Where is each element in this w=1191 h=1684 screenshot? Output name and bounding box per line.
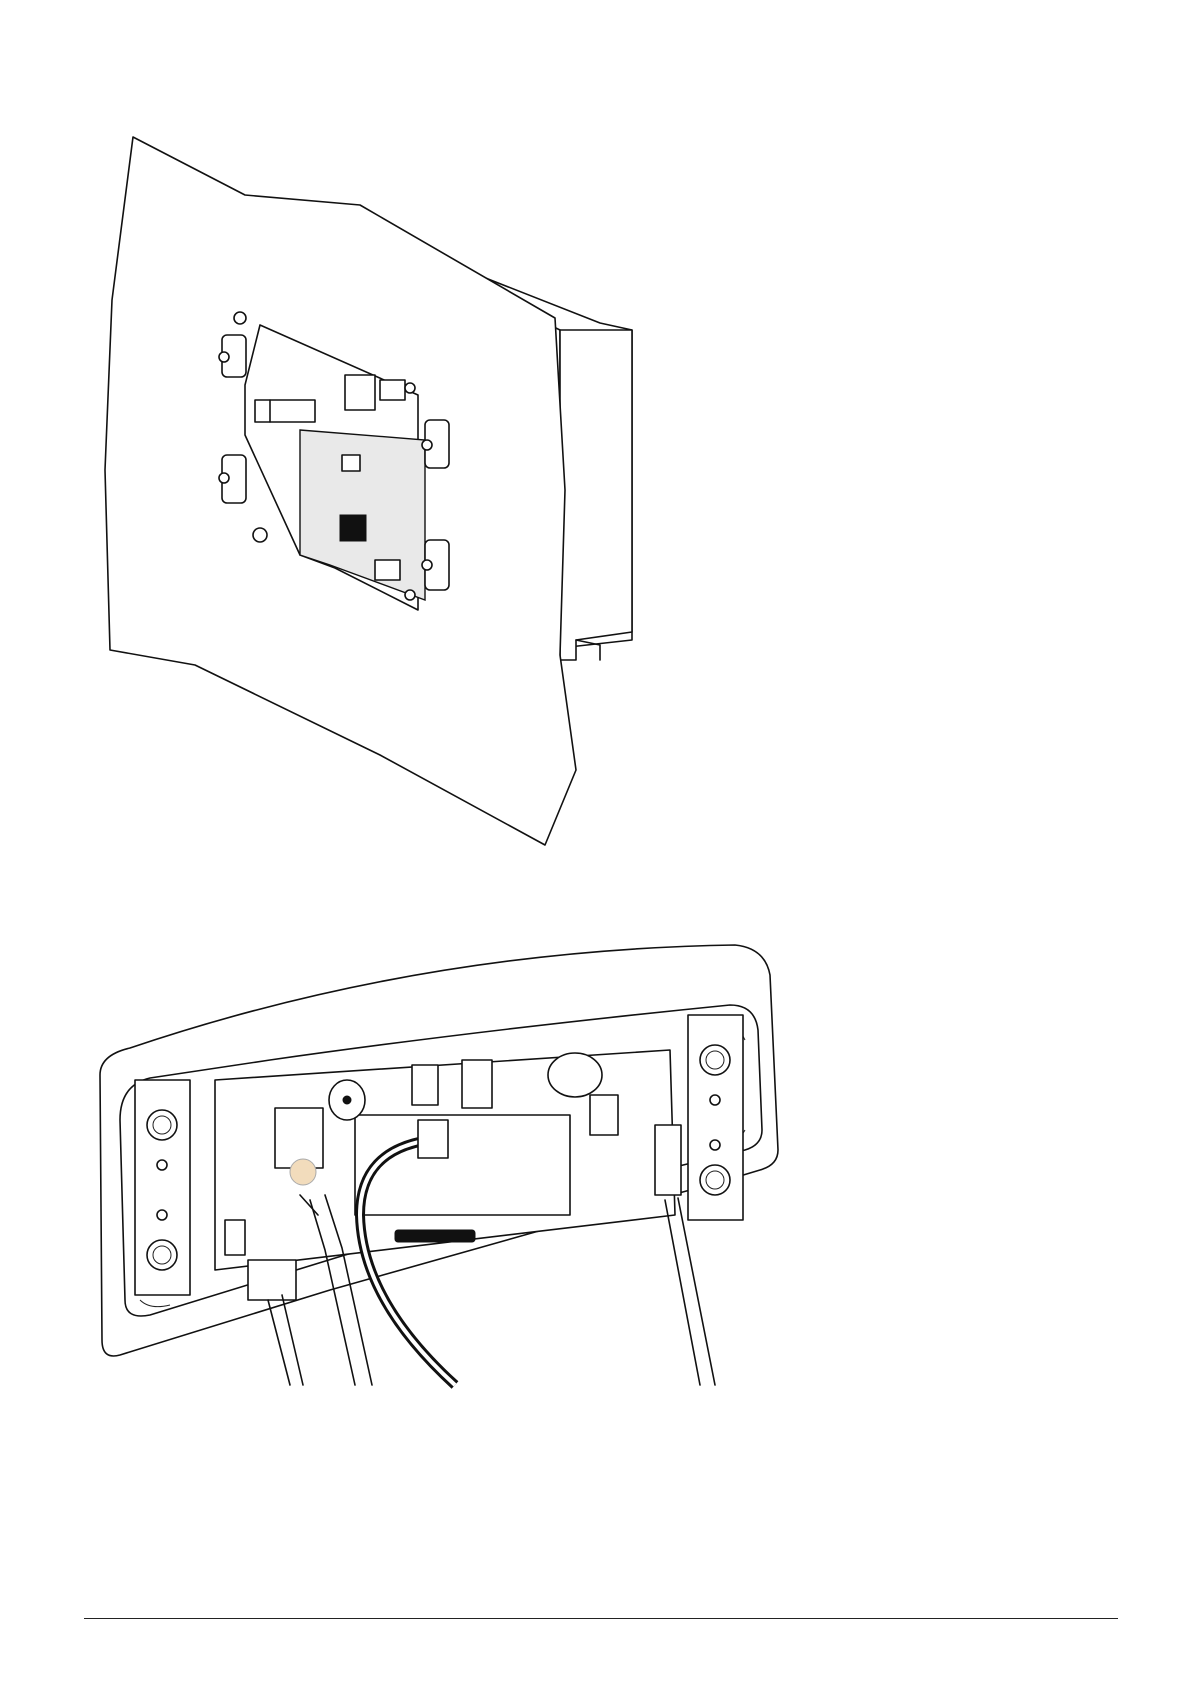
ethernet-port <box>275 1108 323 1168</box>
round-port <box>548 1053 602 1097</box>
display-connector-panel <box>355 1115 570 1215</box>
signal-plug <box>655 1125 681 1195</box>
serial-connector-1 <box>412 1065 438 1105</box>
power-cable <box>268 1295 303 1385</box>
serial-connector-2 <box>462 1060 492 1108</box>
signal-cable <box>665 1198 715 1385</box>
knob <box>290 1159 316 1185</box>
cable-connection-illustration <box>0 0 1191 1420</box>
footer-divider <box>84 1618 1118 1619</box>
power-connector <box>248 1260 296 1300</box>
